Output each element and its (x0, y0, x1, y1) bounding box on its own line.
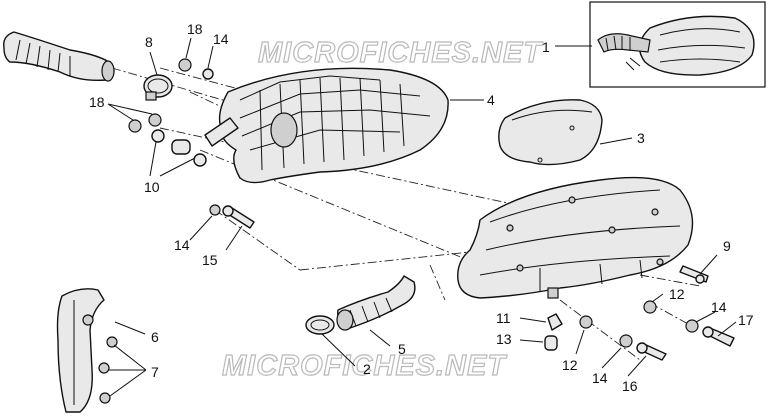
bolt-washer-group (209, 204, 735, 361)
callout-8: 8 (145, 34, 153, 50)
callout-3: 3 (637, 130, 645, 146)
callout-10: 10 (144, 179, 160, 195)
callout-14-mid: 14 (174, 237, 190, 253)
mounting-bracket (56, 288, 118, 413)
hose-clamp (143, 74, 173, 101)
duct-clamp (305, 315, 335, 335)
callout-5: 5 (398, 341, 406, 357)
air-box-cover (204, 67, 449, 184)
callout-2: 2 (363, 361, 371, 377)
callout-14-right: 14 (711, 299, 727, 315)
callout-16: 16 (622, 378, 638, 394)
filter-element (498, 99, 603, 166)
callout-7: 7 (151, 364, 159, 380)
watermark-top: MICROFICHES.NET (258, 37, 543, 69)
leader-lines (107, 37, 737, 397)
callout-18-left: 18 (89, 94, 105, 110)
fastener-group-left (128, 58, 214, 167)
intake-hose (3, 31, 115, 82)
callout-14-top: 14 (213, 31, 229, 47)
callout-14-bottom: 14 (592, 370, 608, 386)
callout-6: 6 (151, 329, 159, 345)
intake-duct (336, 275, 416, 331)
callout-17: 17 (738, 312, 754, 328)
callout-labels: 1 2 3 4 5 6 7 8 9 10 11 12 12 13 14 14 1… (89, 21, 754, 394)
callout-13: 13 (496, 331, 512, 347)
callout-11: 11 (496, 310, 511, 326)
callout-4: 4 (487, 92, 495, 108)
callout-9: 9 (723, 238, 731, 254)
callout-18-top: 18 (187, 21, 203, 37)
callout-12-right: 12 (669, 286, 685, 302)
callout-12-bottom: 12 (562, 357, 578, 373)
watermark-bottom: MICROFICHES.NET (222, 350, 507, 382)
callout-15: 15 (202, 252, 218, 268)
callout-1: 1 (542, 39, 550, 55)
assembled-unit-inset (589, 1, 766, 88)
air-box-housing (457, 176, 694, 299)
